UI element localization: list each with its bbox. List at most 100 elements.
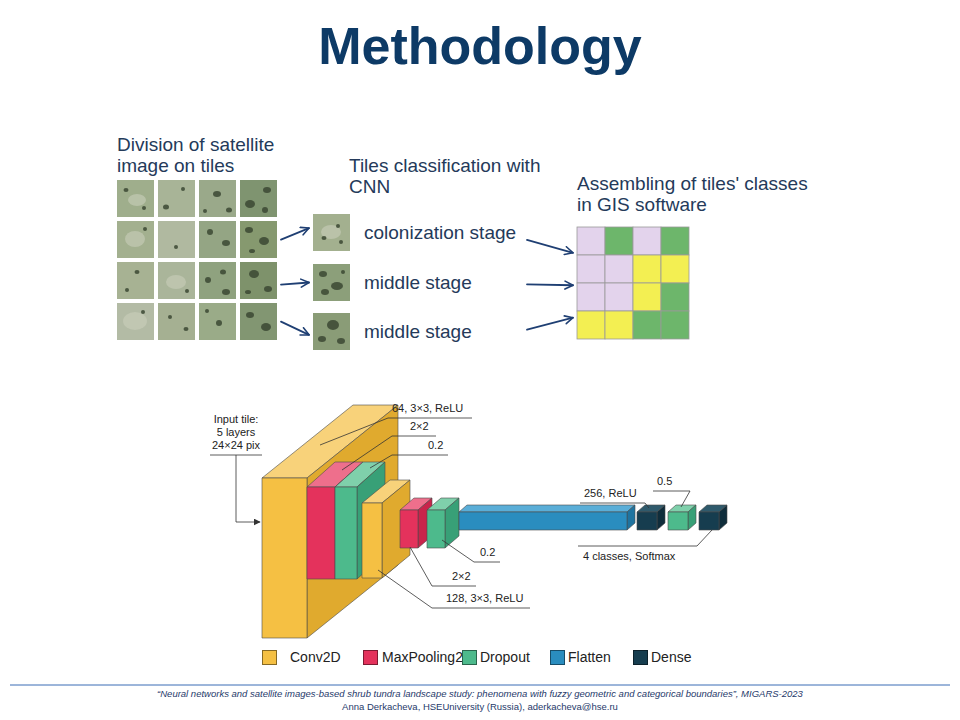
classified-tile: middle stage xyxy=(313,264,523,301)
shrub-patch xyxy=(226,208,232,213)
legend-entry: MaxPooling2D xyxy=(363,648,473,666)
tile-ground xyxy=(199,221,236,258)
satellite-tile xyxy=(199,221,236,258)
block-front xyxy=(335,487,357,579)
block-front xyxy=(668,512,688,530)
shrub-patch xyxy=(222,289,230,295)
shrub-patch xyxy=(141,310,145,314)
classified-tile: middle stage xyxy=(313,313,523,350)
shrub-patch xyxy=(327,320,339,330)
block-front xyxy=(459,512,627,530)
tile-ground xyxy=(117,303,154,340)
satellite-tile xyxy=(158,303,195,340)
shrub-patch xyxy=(263,187,271,193)
shrub-patch xyxy=(185,289,189,293)
tile-ground xyxy=(199,180,236,217)
class-cell xyxy=(577,255,605,283)
legend-label: Conv2D xyxy=(290,648,341,666)
tile-ground xyxy=(158,180,195,217)
shrub-patch xyxy=(125,288,129,292)
block-side xyxy=(445,498,459,548)
satellite-tile xyxy=(240,180,277,217)
shrub-patch xyxy=(245,290,251,294)
shrub-patch xyxy=(135,270,140,274)
shrub-patch xyxy=(142,206,146,210)
footer-author: Anna Derkacheva, HSEUniversity (Russia),… xyxy=(0,701,960,713)
shrub-patch xyxy=(222,240,230,246)
class-cell xyxy=(661,227,689,255)
satellite-tile xyxy=(117,262,154,299)
class-grid xyxy=(577,227,689,339)
shrub-patch xyxy=(262,207,268,213)
flow-arrow xyxy=(281,228,309,240)
tile-grid: Division of satellite image on tiles xyxy=(117,180,277,341)
input-callout: Input tile: 5 layers 24×24 pix xyxy=(210,413,262,452)
satellite-tile xyxy=(158,221,195,258)
slide-title: Methodology xyxy=(0,16,960,76)
satellite-tiles xyxy=(117,180,277,340)
legend-swatch xyxy=(462,650,477,665)
dropout-block xyxy=(668,505,696,530)
leader-line xyxy=(578,530,712,546)
flow-arrow xyxy=(281,322,309,335)
block-side xyxy=(719,505,727,530)
shrub-patch xyxy=(143,227,147,231)
conv-block xyxy=(262,405,398,638)
tile-ground xyxy=(240,303,277,340)
flow-arrow xyxy=(527,283,573,286)
block-front xyxy=(362,503,382,578)
tile-ground xyxy=(117,180,154,217)
step-heading: Assembling of tiles' classes in GIS soft… xyxy=(577,173,822,215)
block-front xyxy=(637,512,657,530)
shrub-patch xyxy=(220,270,226,275)
legend-label: MaxPooling2D xyxy=(382,648,473,666)
satellite-tile xyxy=(240,221,277,258)
block-top xyxy=(459,505,635,512)
flow-arrow xyxy=(281,283,309,285)
shrub-patch xyxy=(124,188,129,192)
tile-ground xyxy=(313,264,350,301)
legend-label: Dense xyxy=(651,648,691,666)
satellite-tile xyxy=(313,214,350,251)
tile-ground xyxy=(158,262,195,299)
legend-swatch xyxy=(633,650,648,665)
satellite-tile xyxy=(117,221,154,258)
shrub-patch xyxy=(331,282,343,290)
tile-ground xyxy=(240,221,277,258)
layer-param: 0.5 xyxy=(657,475,672,488)
class-cell xyxy=(577,227,605,255)
layer-param: 2×2 xyxy=(452,570,471,583)
light-patch xyxy=(128,194,146,206)
satellite-tile xyxy=(117,303,154,340)
shrub-patch xyxy=(337,338,345,344)
satellite-tile xyxy=(313,313,350,350)
tile-ground xyxy=(240,262,277,299)
leader-lines xyxy=(210,418,712,608)
shrub-patch xyxy=(245,200,255,208)
satellite-tile xyxy=(240,303,277,340)
shrub-patch xyxy=(205,277,211,283)
flow-arrow xyxy=(527,318,573,330)
class-cell xyxy=(605,255,633,283)
legend-swatch xyxy=(550,650,565,665)
class-cell xyxy=(661,283,689,311)
shrub-patch xyxy=(321,289,329,295)
leader-line xyxy=(320,418,472,445)
light-patch xyxy=(321,225,341,239)
class-cell xyxy=(605,227,633,255)
leader-line xyxy=(378,570,530,608)
legend-label: Flatten xyxy=(568,648,611,666)
class-cell xyxy=(633,255,661,283)
shrub-patch xyxy=(249,249,255,253)
classified-tiles xyxy=(313,214,350,350)
cnn-architecture xyxy=(262,405,727,638)
class-label: middle stage xyxy=(364,272,472,293)
shrub-patch xyxy=(184,327,189,331)
input-arrow xyxy=(236,455,260,522)
class-cell xyxy=(661,311,689,339)
satellite-tile xyxy=(117,180,154,217)
light-patch xyxy=(125,231,145,247)
satellite-tile xyxy=(313,264,350,301)
shrub-patch xyxy=(318,336,326,342)
